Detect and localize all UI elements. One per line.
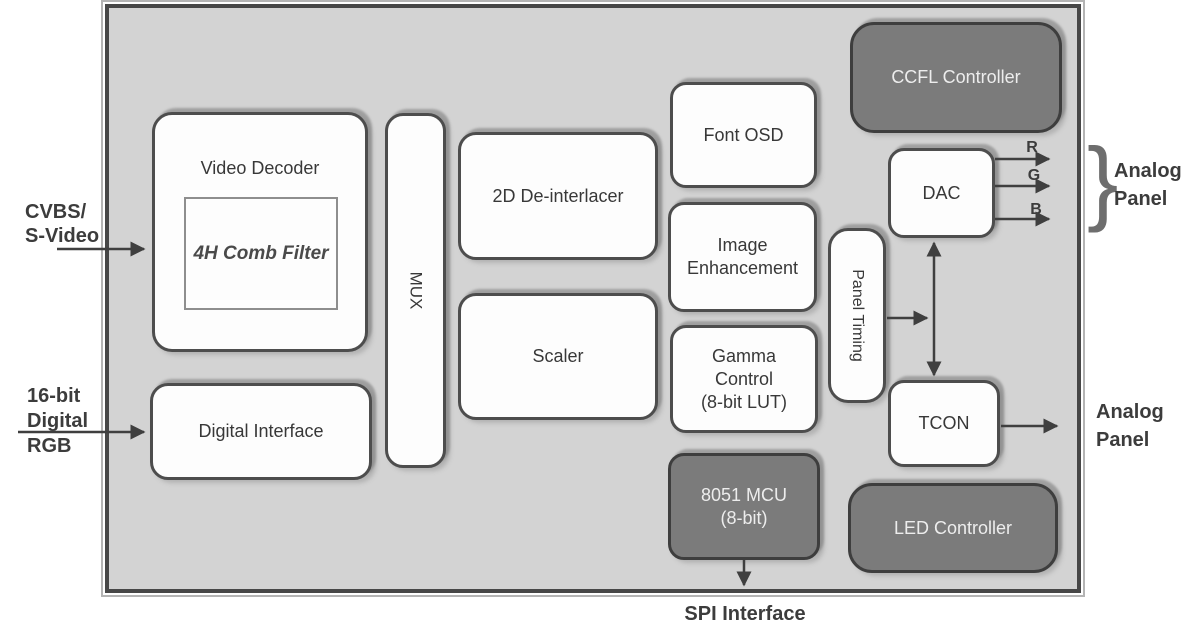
comb-filter-label: 4H Comb Filter [193, 242, 329, 264]
analog-panel-bottom-label: Analog Panel [1096, 398, 1164, 454]
analog-panel-top-line2: Panel [1114, 188, 1168, 210]
analog-panel-top-line1: Analog [1114, 160, 1182, 182]
panel-timing-label: Panel Timing [848, 269, 866, 362]
deinterlacer-label: 2D De-interlacer [492, 185, 624, 206]
spi-interface-label: SPI Interface [684, 603, 806, 625]
digital-interface-block: Digital Interface [150, 383, 372, 480]
mcu-line1: 8051 MCU [700, 484, 788, 505]
image-enhancement-block: Image Enhancement [668, 202, 817, 312]
ccfl-controller-block: CCFL Controller [850, 22, 1062, 133]
scaler-block: Scaler [458, 293, 658, 420]
digital-interface-label: Digital Interface [198, 421, 324, 441]
deinterlacer-block: 2D De-interlacer [458, 132, 658, 260]
video-decoder-label: Video Decoder [200, 158, 320, 178]
rgb-line2: Digital [27, 410, 89, 432]
rgb-line1: 16-bit [27, 385, 81, 407]
gamma-control-block: Gamma Control (8-bit LUT) [670, 325, 818, 433]
mcu-line2: (8-bit) [720, 507, 768, 528]
panel-timing-block: Panel Timing [828, 228, 886, 403]
mux-label: MUX [406, 271, 425, 310]
dac-block: DAC [888, 148, 995, 238]
font-osd-label: Font OSD [703, 124, 784, 145]
image-enhancement-line1: Image [717, 235, 768, 255]
analog-panel-top-label: Analog Panel [1114, 157, 1182, 213]
scaler-label: Scaler [532, 346, 584, 366]
pin-label-b: B [1030, 201, 1042, 218]
mux-block: MUX [385, 113, 446, 468]
dac-label: DAC [922, 182, 961, 203]
led-controller-label: LED Controller [893, 517, 1013, 538]
gamma-line2: Control [714, 368, 774, 389]
pin-label-r: R [1026, 139, 1038, 156]
image-enhancement-line2: Enhancement [686, 258, 799, 278]
font-osd-block: Font OSD [670, 82, 817, 188]
cvbs-line2: S-Video [25, 225, 100, 247]
ccfl-controller-label: CCFL Controller [891, 67, 1021, 87]
gamma-line3: (8-bit LUT) [700, 391, 787, 412]
input-label-cvbs: CVBS/ S-Video [25, 200, 99, 248]
rgb-brace: } [1087, 128, 1119, 233]
input-label-digital-rgb: 16-bit Digital RGB [27, 384, 88, 459]
tcon-block: TCON [888, 380, 1000, 467]
mcu-8051-block: 8051 MCU (8-bit) [668, 453, 820, 560]
rgb-line3: RGB [27, 435, 72, 457]
analog-panel-bottom-line2: Panel [1096, 429, 1150, 451]
led-controller-block: LED Controller [848, 483, 1058, 573]
gamma-line1: Gamma [711, 345, 776, 366]
pin-label-g: G [1027, 167, 1041, 184]
analog-panel-bottom-line1: Analog [1096, 401, 1164, 423]
cvbs-line1: CVBS/ [25, 201, 87, 223]
comb-filter-box: 4H Comb Filter [184, 197, 338, 310]
tcon-label: TCON [918, 413, 970, 433]
